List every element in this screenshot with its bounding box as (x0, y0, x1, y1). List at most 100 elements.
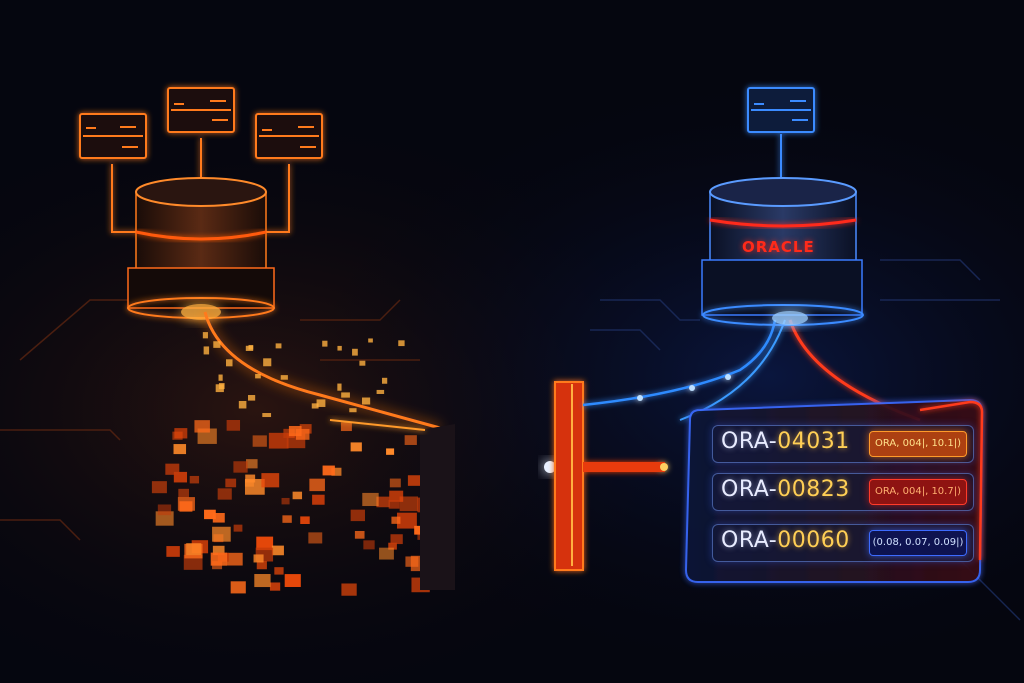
data-cube (391, 516, 401, 524)
data-cube (252, 435, 267, 447)
error-code: ORA-00060 (721, 528, 850, 553)
client-box-icon (255, 113, 323, 159)
data-cube (379, 547, 394, 560)
error-row: ORA-00823 ORA, 004|, 10.7|) (712, 473, 974, 511)
data-cube (312, 494, 325, 505)
data-cube (414, 525, 426, 535)
data-cube (172, 431, 183, 440)
data-particle (275, 343, 282, 349)
data-cube (254, 574, 271, 588)
data-particle (248, 344, 254, 350)
circuit-traces-left (0, 299, 420, 541)
data-particle (359, 360, 366, 366)
error-detail-tag: ORA, 004|, 10.1|) (869, 431, 967, 457)
data-cube (269, 582, 281, 591)
error-row: ORA-00060 (0.08, 0.07, 0.09|) (712, 524, 974, 562)
data-cube (212, 545, 225, 556)
data-cube (165, 463, 180, 475)
data-particle (203, 346, 210, 355)
data-cube (350, 442, 362, 452)
data-cube (386, 448, 395, 455)
data-particle (322, 340, 328, 347)
data-cube (157, 504, 172, 516)
data-cube (388, 500, 400, 509)
data-cube (282, 515, 292, 523)
target-client-box-icon (747, 87, 815, 182)
data-cube (404, 435, 417, 445)
data-particle (352, 348, 358, 356)
data-particle (202, 332, 208, 339)
data-cube (233, 461, 248, 473)
data-cube (309, 478, 325, 492)
data-cube (245, 474, 256, 483)
data-cube (300, 516, 310, 525)
data-cube (390, 534, 403, 545)
source-client-boxes (79, 87, 323, 233)
data-cube (233, 524, 243, 532)
data-cube (186, 543, 202, 556)
data-cube (292, 491, 303, 500)
data-particle (341, 392, 350, 398)
data-particle (215, 384, 224, 393)
data-particle (280, 375, 288, 380)
data-particle (316, 399, 326, 407)
data-cube (173, 444, 187, 455)
data-cube (210, 552, 228, 566)
data-particle (238, 400, 247, 409)
data-particle (218, 374, 223, 381)
data-cube (194, 420, 210, 433)
data-cube (226, 420, 241, 431)
data-particle (337, 383, 342, 391)
data-cube (281, 497, 290, 505)
data-particle (255, 373, 261, 379)
data-particle (376, 389, 385, 394)
data-cube (253, 554, 264, 563)
source-data-stream (203, 311, 441, 430)
data-cube (341, 583, 357, 596)
data-cube (308, 532, 323, 544)
data-cube (246, 459, 258, 469)
data-cube (225, 478, 237, 488)
data-cube (189, 475, 200, 484)
data-particle (381, 377, 388, 384)
data-cube (389, 478, 401, 488)
data-cube (407, 475, 422, 486)
source-database-icon (127, 177, 275, 320)
data-cube (204, 509, 216, 520)
data-cube (399, 496, 418, 512)
error-code: ORA-04031 (721, 429, 850, 454)
data-cube (256, 536, 274, 551)
data-cube (388, 542, 397, 550)
data-cube (226, 552, 243, 566)
data-cube (295, 428, 310, 440)
data-cube (363, 540, 375, 550)
data-particle (225, 359, 233, 367)
data-cube (151, 481, 167, 494)
data-cube (268, 432, 289, 449)
oracle-brand-label: ORACLE (742, 238, 815, 256)
data-cube (362, 492, 379, 507)
data-cube (340, 422, 352, 432)
source-barrier-wall (329, 419, 455, 590)
data-cube (354, 530, 365, 539)
data-cube (288, 425, 302, 437)
data-cube (166, 546, 180, 557)
data-cube (177, 497, 195, 511)
data-cube (331, 467, 342, 476)
data-cube (178, 488, 189, 498)
data-particle (262, 413, 272, 418)
data-cube (274, 567, 284, 575)
data-cube (299, 424, 312, 434)
data-cube (212, 512, 225, 523)
client-box-icon (167, 87, 235, 133)
target-barrier-gate (554, 381, 668, 571)
data-particle (337, 345, 342, 351)
data-particle (361, 397, 371, 405)
data-cube (173, 471, 188, 483)
data-cube (271, 545, 284, 556)
data-particle (398, 340, 405, 347)
data-cube (284, 574, 301, 587)
data-cube (396, 512, 417, 529)
data-particle (263, 358, 272, 367)
data-particle (349, 408, 357, 413)
